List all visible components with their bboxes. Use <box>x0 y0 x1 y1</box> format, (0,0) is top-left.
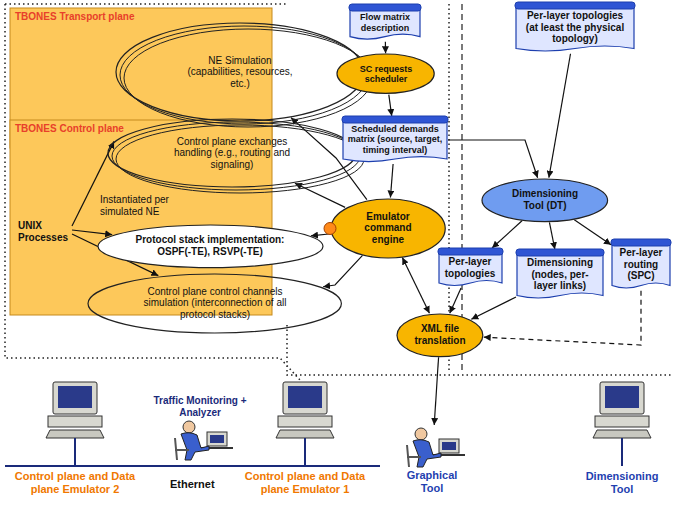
process-ellipse: NE Simulation (capabilities, resources, … <box>115 22 365 122</box>
flow-arrow <box>323 255 362 286</box>
document-icon: Flow matrix description <box>349 4 421 42</box>
tool-ellipse: Dimensioning Tool (DT) <box>481 178 609 223</box>
node-text: NE Simulation (capabilities, resources, … <box>180 55 300 90</box>
flow-arrow <box>295 183 345 207</box>
workstation-user: Traffic Monitoring + Analyzer <box>150 395 250 462</box>
node-text: Per-layer routing (SPC) <box>616 247 666 282</box>
node-text: Control plane and Data plane Emulator 1 <box>235 470 375 495</box>
flow-arrow <box>549 54 571 178</box>
process-ellipse: Emulator command engine <box>330 198 446 259</box>
document-icon: Dimensioning (nodes, per-layer links) <box>516 249 604 301</box>
flow-arrow <box>450 288 461 313</box>
flow-arrow <box>385 42 386 53</box>
emulator-boundary <box>5 4 672 380</box>
node-text: XML file translation <box>414 323 466 346</box>
process-arrow <box>72 230 112 235</box>
document-icon: Per-layer topologies (at least the physi… <box>515 2 635 54</box>
node-text: Dimensioning (nodes, per-layer links) <box>521 257 599 292</box>
node-text: Scheduled demands matrix (source, target… <box>347 124 443 155</box>
node-text: Dimensioning Tool (DT) <box>505 188 585 211</box>
node-text: Flow matrix description <box>354 12 416 33</box>
computer-icon: Control plane and Data plane Emulator 2 <box>5 380 145 495</box>
plane-panel: TBONES Control planeControl plane exchan… <box>10 120 272 315</box>
node-text: Per-layer topologies (at least the physi… <box>520 10 630 45</box>
node-text: Traffic Monitoring + Analyzer <box>150 395 250 418</box>
person-icon <box>397 425 467 469</box>
note-label: Instantiated per simulated NE <box>100 194 190 217</box>
node-text: Per-layer topologies <box>443 256 498 279</box>
node-text: Protocol stack implementation: OSPF(-TE)… <box>135 234 285 257</box>
process-ellipse: Control plane exchanges handling (e.g., … <box>107 118 357 188</box>
process-ellipse: SC requests scheduler <box>336 53 435 94</box>
process-ellipse: Protocol stack implementation: OSPF(-TE)… <box>97 224 324 269</box>
flow-arrow <box>448 140 538 178</box>
flow-arrow <box>434 357 438 425</box>
flow-arrow <box>574 220 611 245</box>
node-text: Control plane exchanges handling (e.g., … <box>167 136 297 171</box>
flow-arrow <box>389 95 392 116</box>
node-text: Dimensioning Tool <box>582 470 662 495</box>
document-icon: Per-layer topologies <box>438 248 503 288</box>
ethernet-wire <box>5 465 380 467</box>
computer-icon <box>270 380 340 470</box>
node-text: TBONES Transport plane <box>15 11 215 23</box>
document-icon: Per-layer routing (SPC) <box>611 239 671 291</box>
flow-arrow <box>492 221 522 248</box>
node-text: Emulator command engine <box>352 211 424 246</box>
computer-icon <box>40 380 110 470</box>
flow-arrow <box>549 222 554 249</box>
network-label: Ethernet <box>170 478 230 491</box>
person-icon <box>165 418 235 462</box>
workstation-user: Graphical Tool <box>397 425 467 494</box>
computer-icon <box>587 380 657 470</box>
node-text: Control plane control channels simulatio… <box>130 286 300 321</box>
flow-arrow <box>471 297 516 319</box>
node-text: Control plane and Data plane Emulator 2 <box>5 470 145 495</box>
computer-icon: Dimensioning Tool <box>582 380 662 495</box>
flow-arrow <box>484 291 641 345</box>
flow-arrow <box>402 258 429 314</box>
process-ellipse: Control plane control channels simulatio… <box>87 273 342 334</box>
node-text: Graphical Tool <box>397 469 467 494</box>
node-text: SC requests scheduler <box>356 64 416 85</box>
process-ellipse: XML file translation <box>396 313 484 358</box>
note-label: UNIX Processes <box>18 220 70 243</box>
flow-arrow <box>390 164 393 198</box>
computer-icon: Control plane and Data plane Emulator 1 <box>235 380 375 495</box>
document-icon: Scheduled demands matrix (source, target… <box>342 116 448 164</box>
